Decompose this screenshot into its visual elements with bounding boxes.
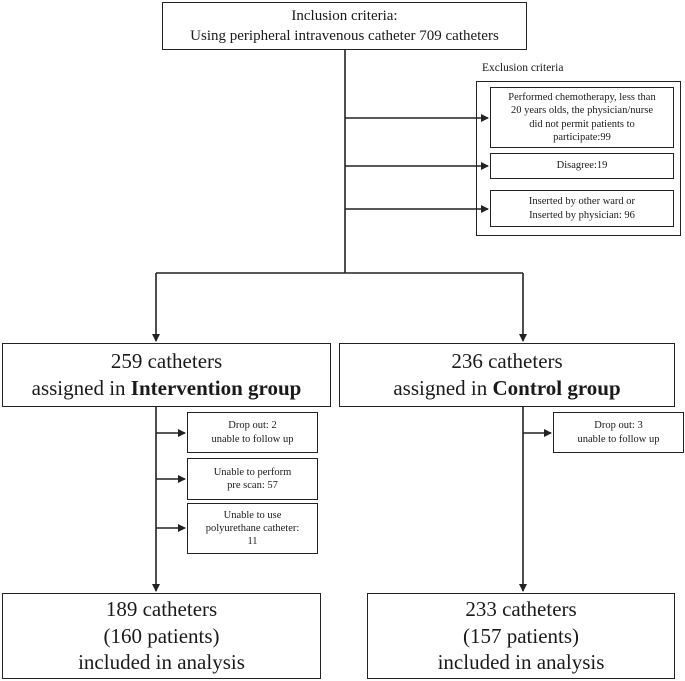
polyurethane-dropout-box: Unable to use polyurethane catheter: 11 <box>187 503 318 554</box>
prescan-dropout-box: Unable to perform pre scan: 57 <box>187 458 318 500</box>
control-dropout-box: Drop out: 3 unable to follow up <box>553 412 684 453</box>
control-assigned: assigned in Control group <box>393 375 620 402</box>
exclusion-other-ward-box: Inserted by other ward or Inserted by ph… <box>490 190 674 227</box>
dropout-line: polyurethane catheter: <box>205 522 300 534</box>
intervention-count: 259 catheters <box>110 349 223 374</box>
inclusion-criteria-box: Inclusion criteria: Using peripheral int… <box>162 2 527 50</box>
exclusion-line: Disagree:19 <box>556 160 608 172</box>
intervention-result-box: 189 catheters (160 patients) included in… <box>2 593 321 679</box>
exclusion-frame <box>476 81 681 236</box>
exclusion-line: Inserted by other ward or <box>528 196 636 208</box>
assigned-prefix: assigned in <box>31 376 131 400</box>
intervention-result-patients: (160 patients) <box>103 623 220 648</box>
dropout-line: Unable to use <box>223 509 282 521</box>
dropout-line: Unable to perform <box>213 466 292 478</box>
assigned-prefix: assigned in <box>393 376 493 400</box>
exclusion-line: Inserted by physician: 96 <box>529 209 635 221</box>
intervention-group-label: Intervention group <box>130 376 302 400</box>
dropout-line: 11 <box>247 536 258 548</box>
exclusion-title: Exclusion criteria <box>482 62 564 74</box>
control-result-included: included in analysis <box>437 650 605 675</box>
exclusion-disagree-box: Disagree:19 <box>490 153 674 179</box>
inclusion-detail: Using peripheral intravenous catheter 70… <box>190 28 499 44</box>
intervention-result-catheters: 189 catheters <box>105 596 218 621</box>
inclusion-title: Inclusion criteria: <box>291 7 398 24</box>
intervention-group-box: 259 catheters assigned in Intervention g… <box>2 343 331 407</box>
intervention-dropout-box: Drop out: 2 unable to follow up <box>187 412 318 453</box>
exclusion-line: did not permit patients to <box>529 118 635 130</box>
intervention-result-included: included in analysis <box>78 650 245 675</box>
control-result-patients: (157 patients) <box>462 623 580 648</box>
exclusion-line: 20 years olds, the physician/nurse <box>510 105 653 117</box>
dropout-line: unable to follow up <box>577 433 660 445</box>
dropout-line: pre scan: 57 <box>227 480 278 491</box>
control-group-box: 236 catheters assigned in Control group <box>339 343 675 407</box>
dropout-line: Drop out: 3 <box>594 420 643 432</box>
control-group-label: Control group <box>492 376 621 400</box>
exclusion-chemotherapy-box: Performed chemotherapy, less than 20 yea… <box>490 87 674 148</box>
control-result-box: 233 catheters (157 patients) included in… <box>367 593 675 679</box>
dropout-line: Drop out: 2 <box>228 420 277 432</box>
exclusion-line: Performed chemotherapy, less than <box>508 92 656 104</box>
control-count: 236 catheters <box>451 349 563 374</box>
control-result-catheters: 233 catheters <box>465 596 577 621</box>
exclusion-line: participate:99 <box>553 131 611 143</box>
dropout-line: unable to follow up <box>211 433 294 445</box>
intervention-assigned: assigned in Intervention group <box>32 375 302 402</box>
